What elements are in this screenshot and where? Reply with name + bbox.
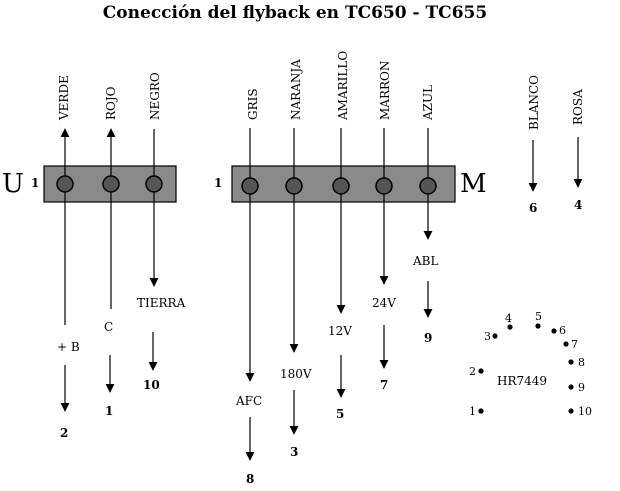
pin-number-8: 8 xyxy=(246,472,254,486)
hr-pin-dot-5 xyxy=(535,323,541,329)
hr-pin-dot-6 xyxy=(551,328,557,334)
wire-naranja: NARANJA 180V 3 xyxy=(280,59,312,459)
loose-wire-blanco: BLANCO 6 xyxy=(527,75,541,215)
connector-m-pin-2 xyxy=(285,177,303,195)
wire-label-rojo: ROJO xyxy=(104,86,118,120)
hr-pin-label-1: 1 xyxy=(469,405,476,418)
hr-pin-label-6: 6 xyxy=(559,324,566,337)
hr-pin-label-4: 4 xyxy=(505,312,512,325)
wire-label-naranja: NARANJA xyxy=(289,59,303,120)
hr-pin-label-8: 8 xyxy=(578,356,585,369)
hr-pin-label-10: 10 xyxy=(578,405,592,418)
wire-label-rosa: ROSA xyxy=(571,89,585,125)
hr7449-pinout: HR7449 1 2 3 4 5 6 7 8 9 10 xyxy=(469,310,592,418)
wire-label-blanco: BLANCO xyxy=(527,75,541,130)
wire-label-negro: NEGRO xyxy=(148,72,162,120)
hr-pin-label-2: 2 xyxy=(469,365,476,378)
pin-number-1: 1 xyxy=(105,404,113,418)
hr-pin-dot-1 xyxy=(478,408,484,414)
hr-pin-dot-3 xyxy=(492,333,498,339)
pin-number-5: 5 xyxy=(336,407,344,421)
hr-pin-label-9: 9 xyxy=(578,381,585,394)
function-label-tierra: TIERRA xyxy=(137,296,186,310)
pin-number-6: 6 xyxy=(529,201,537,215)
connector-u-pin-3 xyxy=(145,175,163,193)
connector-u-pin-1 xyxy=(56,175,74,193)
wire-gris: GRIS AFC 8 xyxy=(235,88,262,486)
hr-pin-label-7: 7 xyxy=(571,338,578,351)
function-label-24v: 24V xyxy=(372,296,396,310)
connector-m: M 1 GRIS AFC 8 NARANJA 180V 3 AMARILLO 1… xyxy=(214,51,487,486)
connector-m-pin-4 xyxy=(375,177,393,195)
connector-u-first-pin: 1 xyxy=(31,176,39,190)
connector-m-letter: M xyxy=(460,169,487,199)
hr-pin-dot-2 xyxy=(478,368,484,374)
function-label-180v: 180V xyxy=(280,367,312,381)
hr-pin-dot-9 xyxy=(568,384,574,390)
pin-number-2: 2 xyxy=(60,426,68,440)
hr-pin-dot-10 xyxy=(568,408,574,414)
hr-pin-label-3: 3 xyxy=(484,330,491,343)
pin-number-3: 3 xyxy=(290,445,298,459)
connector-m-pin-5 xyxy=(419,177,437,195)
wire-verde: VERDE + B 2 xyxy=(56,75,80,440)
connector-u: U 1 VERDE + B 2 ROJO C 1 NEGRO TIERRA xyxy=(2,72,186,440)
function-label-c: C xyxy=(104,320,113,334)
diagram-title: Conección del flyback en TC650 - TC655 xyxy=(103,3,487,23)
pin-number-10: 10 xyxy=(143,378,160,392)
connector-m-first-pin: 1 xyxy=(214,176,222,190)
wire-marron: MARRON 24V 7 xyxy=(372,61,396,392)
wire-label-azul: AZUL xyxy=(421,85,435,121)
function-label-plus-b: + B xyxy=(57,340,80,354)
wire-label-marron: MARRON xyxy=(378,61,392,120)
pin-number-7: 7 xyxy=(380,378,388,392)
wire-rojo: ROJO C 1 xyxy=(102,86,120,418)
hr-pin-dot-7 xyxy=(563,341,569,347)
wire-label-gris: GRIS xyxy=(246,88,260,120)
connector-m-pin-3 xyxy=(332,177,350,195)
loose-wire-rosa: ROSA 4 xyxy=(571,89,585,212)
connector-u-letter: U xyxy=(2,169,24,199)
wire-amarillo: AMARILLO 12V 5 xyxy=(328,51,352,421)
function-label-12v: 12V xyxy=(328,324,352,338)
hr-pin-dot-8 xyxy=(568,359,574,365)
function-label-afc: AFC xyxy=(235,394,262,408)
hr-pin-dot-4 xyxy=(507,324,513,330)
connector-m-pin-1 xyxy=(241,177,259,195)
hr7449-label: HR7449 xyxy=(497,374,547,388)
wire-azul: AZUL ABL 9 xyxy=(412,85,438,345)
hr-pin-label-5: 5 xyxy=(535,310,542,323)
pin-number-9: 9 xyxy=(424,331,432,345)
wire-negro: NEGRO TIERRA 10 xyxy=(137,72,186,392)
pin-number-4: 4 xyxy=(574,198,582,212)
wire-label-verde: VERDE xyxy=(57,75,71,121)
wire-label-amarillo: AMARILLO xyxy=(336,51,350,121)
connector-u-pin-2 xyxy=(102,175,120,193)
function-label-abl: ABL xyxy=(412,254,438,268)
